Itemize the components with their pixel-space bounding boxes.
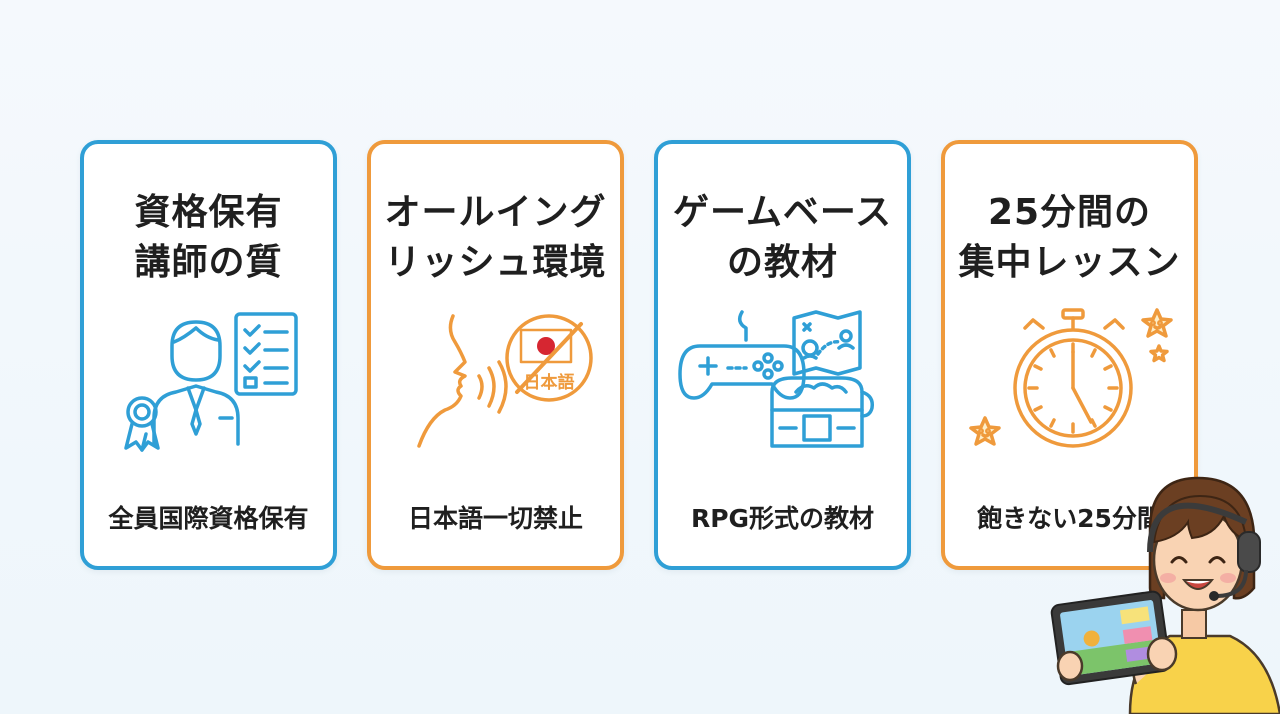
feature-card-certified-teachers: 資格保有 講師の質 全員国際資格保有 — [80, 140, 337, 570]
card-title-line: 講師の質 — [134, 242, 283, 283]
card-title-line: オールイング — [384, 192, 607, 233]
stopwatch-icon — [969, 308, 1173, 448]
card-title-line: 集中レッスン — [958, 242, 1181, 283]
card-title: ゲームベース の教材 — [658, 188, 907, 288]
card-title-line: 資格保有 — [134, 192, 283, 233]
girl-mascot-illustration — [1050, 476, 1280, 714]
icon-label: 日本語 — [524, 372, 575, 393]
card-title-line: の教材 — [726, 242, 838, 283]
card-caption: RPG形式の教材 — [690, 504, 875, 533]
card-title: 25分間の 集中レッスン — [945, 188, 1194, 288]
card-title-line: ゲームベース — [672, 192, 893, 233]
feature-card-game-materials: ゲームベース の教材 RPG形式の教材 — [654, 140, 911, 570]
card-title: オールイング リッシュ環境 — [371, 188, 620, 288]
card-caption: 飽きない25分間 — [977, 504, 1162, 533]
card-title: 資格保有 講師の質 — [84, 188, 333, 288]
card-title-line: リッシュ環境 — [384, 242, 607, 283]
feature-card-all-english: オールイング リッシュ環境 日本語 日本語一切禁止 — [367, 140, 624, 570]
certified-teacher-icon — [124, 312, 298, 452]
game-controller-icon — [678, 310, 875, 448]
card-title-line: 25分間の — [987, 192, 1152, 233]
card-caption: 日本語一切禁止 — [407, 504, 583, 533]
no-japanese-icon: 日本語 — [417, 314, 593, 448]
feature-card-25min-lesson: 25分間の 集中レッスン — [941, 140, 1198, 570]
card-caption: 全員国際資格保有 — [108, 504, 309, 533]
